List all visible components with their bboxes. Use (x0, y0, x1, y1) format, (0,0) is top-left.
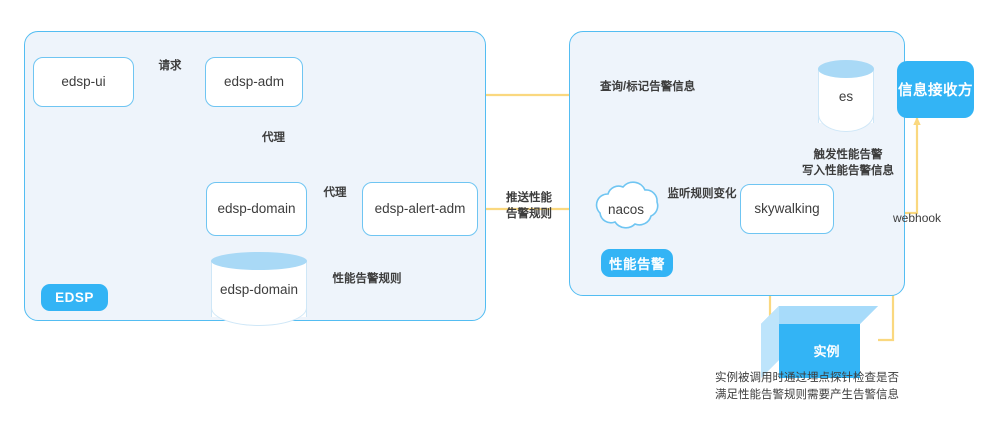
edge-label-query-mark: 查询/标记告警信息 (600, 81, 696, 93)
node-edsp-adm-label: edsp-adm (223, 73, 285, 89)
node-edsp-alert-adm[interactable]: edsp-alert-adm (362, 182, 478, 236)
node-es-label: es (838, 88, 854, 104)
node-receiver-label: 信息接收方 (898, 83, 973, 99)
node-nacos[interactable]: nacos (583, 177, 669, 241)
node-skywalking[interactable]: skywalking (740, 184, 834, 234)
edge-label-push-rule: 推送性能 告警规则 (506, 192, 552, 220)
node-instance-label: 实例 (813, 343, 840, 359)
edge-label-proxy-2: 代理 (323, 187, 347, 199)
node-edsp-ui[interactable]: edsp-ui (33, 57, 134, 107)
edge-label-proxy-1: 代理 (262, 132, 285, 144)
cube-icon (761, 306, 878, 378)
db-cylinder-top (211, 252, 307, 270)
badge-performance-alert-label: 性能告警 (609, 257, 665, 272)
es-cylinder-top (818, 60, 874, 78)
node-instance[interactable]: 实例 (761, 306, 878, 378)
node-edsp-domain[interactable]: edsp-domain (206, 182, 307, 236)
node-edsp-ui-label: edsp-ui (61, 73, 106, 89)
node-nacos-label: nacos (607, 201, 645, 217)
edge-label-trigger-write: 触发性能告警 写入性能告警信息 (802, 149, 894, 177)
node-receiver[interactable]: 信息接收方 (897, 61, 974, 118)
badge-edsp-label: EDSP (55, 290, 94, 305)
node-es[interactable]: es (818, 60, 874, 132)
edge-label-request: 请求 (158, 60, 182, 72)
edge-label-perf-alert-rule: 性能告警规则 (332, 273, 402, 285)
node-edsp-adm[interactable]: edsp-adm (205, 57, 303, 107)
edge-label-listen-change: 监听规则变化 (667, 188, 737, 200)
edge-label-webhook: webhook (893, 211, 942, 225)
node-skywalking-label: skywalking (754, 200, 820, 216)
node-edsp-domain-db[interactable]: edsp-domain (211, 252, 307, 326)
cloud-icon (595, 181, 659, 229)
badge-edsp: EDSP (41, 284, 108, 311)
node-edsp-alert-adm-label: edsp-alert-adm (374, 200, 466, 216)
badge-performance-alert: 性能告警 (601, 249, 673, 277)
node-edsp-domain-label: edsp-domain (217, 200, 296, 216)
node-edsp-domain-db-label: edsp-domain (219, 281, 299, 297)
instance-caption: 实例被调用时通过埋点探针检查是否 满足性能告警规则需要产生告警信息 (715, 372, 899, 402)
